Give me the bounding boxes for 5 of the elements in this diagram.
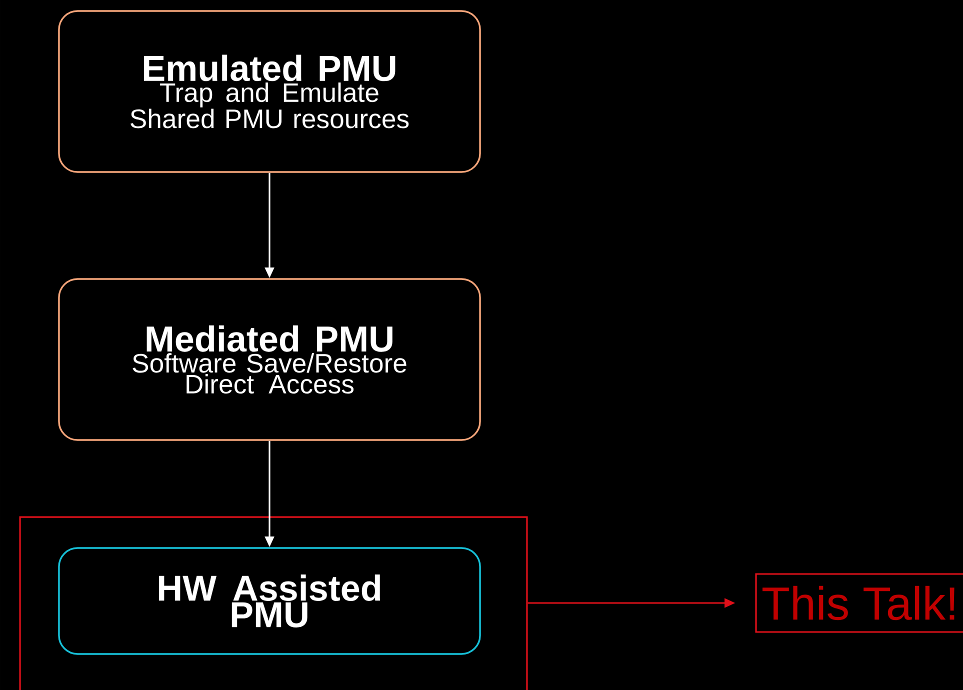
process-box: HW Assisted PMU: [58, 547, 481, 655]
process-box: Mediated PMU Software Save/Restore Direct Access: [58, 278, 481, 441]
callout-box: This Talk!: [755, 573, 963, 633]
highlight-frame: [19, 516, 528, 690]
process-box: Emulated PMU Trap and Emulate Shared PMU resources: [58, 10, 481, 173]
